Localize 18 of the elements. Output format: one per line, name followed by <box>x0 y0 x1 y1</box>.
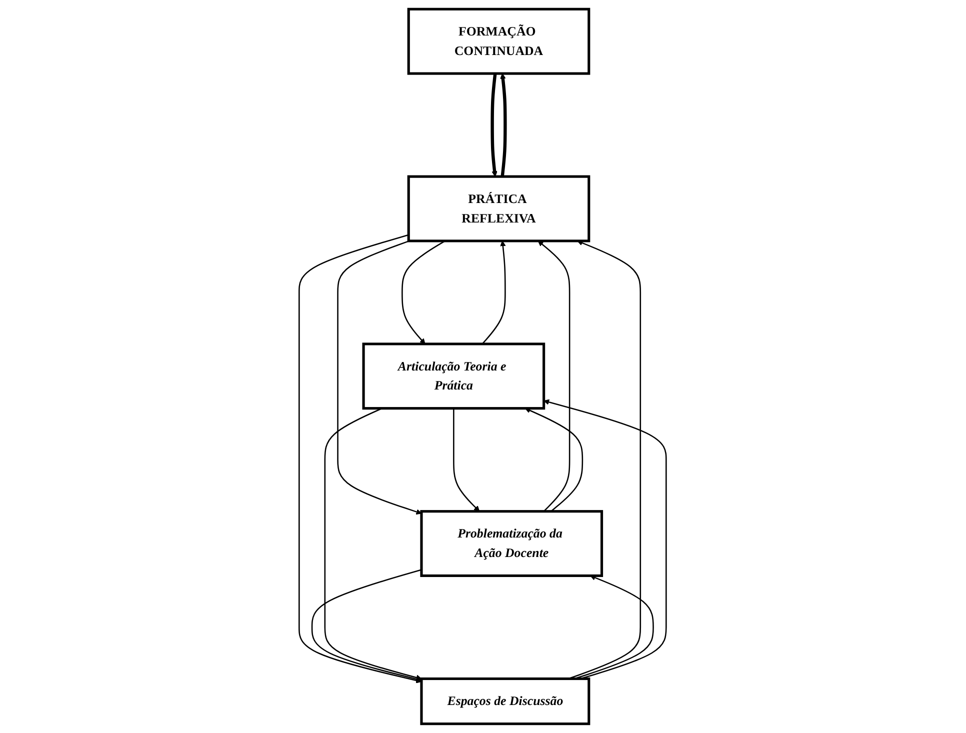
arrow <box>324 408 422 680</box>
arrow <box>453 408 480 512</box>
arrow <box>544 399 668 680</box>
arrow <box>568 240 642 680</box>
arrow <box>538 240 571 512</box>
node-box: FORMAÇÃO CONTINUADA <box>408 8 591 75</box>
arrow <box>312 569 422 682</box>
node-box: Problematização da Ação Docente <box>420 510 604 578</box>
arrow <box>482 240 506 344</box>
node-box: Articulação Teoria e Prática <box>362 342 546 410</box>
arrow <box>298 234 422 684</box>
node-box: Espaços de Discussão <box>420 677 591 726</box>
arrow <box>491 73 498 177</box>
arrow <box>337 240 422 515</box>
arrow <box>500 73 508 177</box>
arrow <box>402 240 446 344</box>
node-box: PRÁTICA REFLEXIVA <box>408 175 591 242</box>
arrow <box>525 408 584 512</box>
